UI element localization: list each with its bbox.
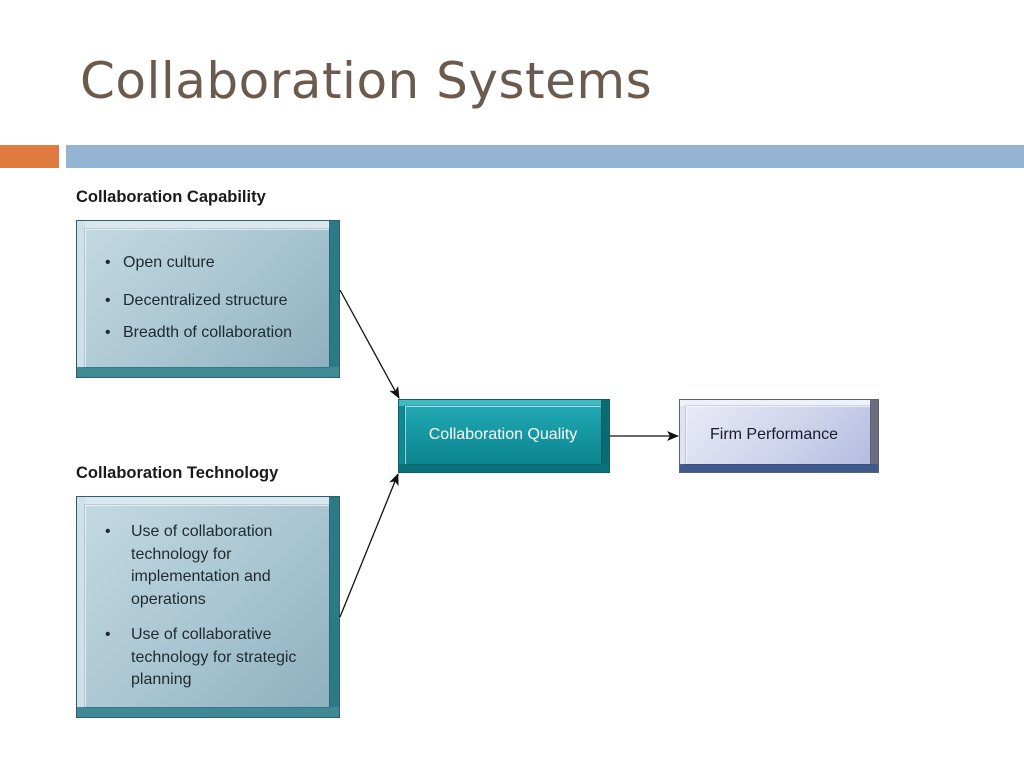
technology-list: Use of collaboration technology for impl…: [103, 521, 315, 692]
box-bevel-top: [77, 497, 339, 505]
list-item: Decentralized structure: [103, 283, 321, 319]
quality-box-face: Collaboration Quality: [405, 406, 601, 464]
accent-bar-orange: [0, 145, 59, 168]
accent-bar-blue: [66, 145, 1024, 168]
list-item: Use of collaboration technology for impl…: [103, 521, 315, 611]
performance-box-face: Firm Performance: [686, 406, 870, 464]
quality-label: Collaboration Quality: [428, 426, 578, 443]
technology-box-face: Use of collaboration technology for impl…: [85, 505, 329, 707]
box-bevel-right: [870, 400, 878, 472]
box-bevel-top: [77, 221, 339, 229]
capability-list: Open culture Decentralized structure Bre…: [103, 245, 321, 351]
box-bevel-right: [329, 497, 339, 717]
box-bevel-left: [77, 497, 85, 717]
capability-box: Open culture Decentralized structure Bre…: [76, 220, 340, 378]
performance-label: Firm Performance: [710, 426, 839, 443]
list-item: Use of collaborative technology for stra…: [103, 624, 315, 692]
arrow-capability-to-quality: [339, 289, 400, 399]
box-bevel-bottom: [680, 464, 878, 472]
capability-label: Collaboration Capability: [76, 188, 266, 206]
technology-label: Collaboration Technology: [76, 464, 279, 482]
box-bevel-top: [399, 400, 609, 406]
box-bevel-right: [329, 221, 339, 377]
capability-box-face: Open culture Decentralized structure Bre…: [85, 229, 329, 367]
box-bevel-top: [680, 400, 878, 406]
slide-title: Collaboration Systems: [80, 52, 653, 110]
arrow-technology-to-quality: [339, 473, 399, 618]
box-bevel-bottom: [77, 707, 339, 717]
performance-box: Firm Performance: [679, 399, 879, 473]
box-bevel-left: [77, 221, 85, 377]
list-item: Breadth of collaboration: [103, 315, 321, 351]
box-bevel-right: [601, 400, 609, 472]
box-bevel-bottom: [399, 464, 609, 472]
list-item: Open culture: [103, 245, 321, 281]
technology-box: Use of collaboration technology for impl…: [76, 496, 340, 718]
box-bevel-bottom: [77, 367, 339, 377]
quality-box: Collaboration Quality: [398, 399, 610, 473]
